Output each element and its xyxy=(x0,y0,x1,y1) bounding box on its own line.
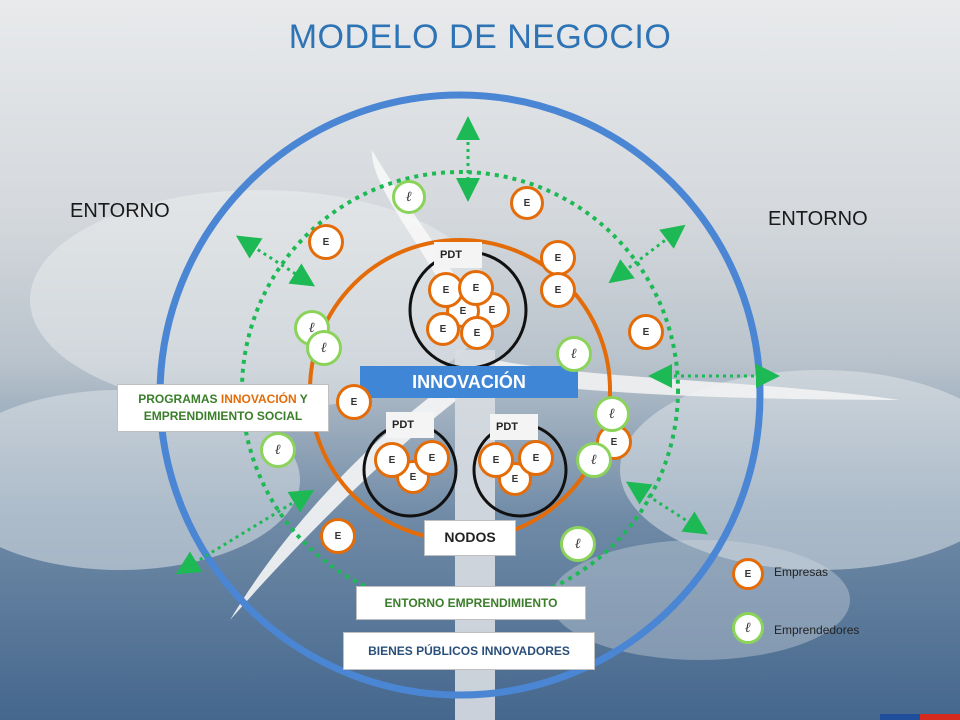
programas-text-line2: EMPRENDIMIENTO SOCIAL xyxy=(143,409,303,423)
legend-empresa-icon: E xyxy=(732,558,764,590)
empresa-node: E xyxy=(478,442,514,478)
empresa-node: E xyxy=(308,224,344,260)
emprendedor-node: ℓ xyxy=(576,442,612,478)
empresa-node: E xyxy=(374,442,410,478)
entorno-emprendimiento-box: ENTORNO EMPRENDIMIENTO xyxy=(356,586,586,620)
programas-text-c: Y xyxy=(296,392,308,406)
legend-emprendedores-label: Emprendedores xyxy=(774,623,860,637)
empresa-node: E xyxy=(540,240,576,276)
emprendedor-node: ℓ xyxy=(594,396,630,432)
flag-stripe-blue xyxy=(880,714,920,720)
legend-emprendedor-icon: ℓ xyxy=(732,612,764,644)
flag-stripe xyxy=(880,714,960,720)
empresa-node: E xyxy=(460,316,494,350)
empresa-node: E xyxy=(336,384,372,420)
programas-text-a: PROGRAMAS xyxy=(138,392,221,406)
emprendedor-node: ℓ xyxy=(260,432,296,468)
emprendedor-node: ℓ xyxy=(560,526,596,562)
empresa-node: E xyxy=(518,440,554,476)
cloud-shape xyxy=(550,540,850,660)
empresa-node: E xyxy=(426,312,460,346)
pdt-label-top: PDT xyxy=(434,242,482,268)
empresa-node: E xyxy=(320,518,356,554)
emprendedor-node: ℓ xyxy=(556,336,592,372)
empresa-node: E xyxy=(628,314,664,350)
empresa-node: E xyxy=(540,272,576,308)
flag-stripe-red xyxy=(920,714,960,720)
page-title: MODELO DE NEGOCIO xyxy=(288,18,672,56)
emprendedor-node: ℓ xyxy=(392,180,426,214)
arrow-upper-left xyxy=(235,235,316,287)
pdt-label-right: PDT xyxy=(490,414,538,440)
empresa-node: E xyxy=(510,186,544,220)
legend-empresas-label: Empresas xyxy=(774,565,829,579)
entorno-label-right: ENTORNO xyxy=(768,208,868,230)
innovacion-bar: INNOVACIÓN xyxy=(360,366,578,398)
emprendedor-node: ℓ xyxy=(306,330,342,366)
programas-innovacion-box: PROGRAMAS INNOVACIÓN Y EMPRENDIMIENTO SO… xyxy=(117,384,329,432)
turbine-blade xyxy=(495,360,900,400)
pdt-label-left: PDT xyxy=(386,412,434,438)
entorno-label-left: ENTORNO xyxy=(70,200,170,222)
nodos-box: NODOS xyxy=(424,520,516,556)
programas-text-innovacion: INNOVACIÓN xyxy=(220,392,297,406)
empresa-node: E xyxy=(414,440,450,476)
arrow-lower-right xyxy=(625,481,709,535)
empresa-node: E xyxy=(458,270,494,306)
cloud-shape xyxy=(620,370,960,570)
bienes-publicos-box: BIENES PÚBLICOS INNOVADORES xyxy=(343,632,595,670)
arrow-lower-left xyxy=(175,489,315,575)
arrow-upper-right xyxy=(608,224,686,284)
